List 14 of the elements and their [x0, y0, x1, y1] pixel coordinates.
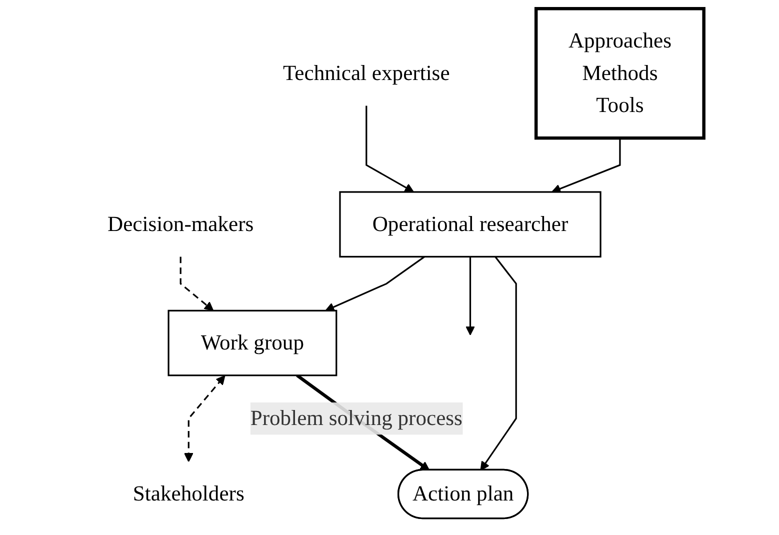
arrow [184, 375, 226, 462]
node-text: Technical expertise [282, 61, 450, 86]
arrow [325, 256, 426, 312]
node-box: Work group [168, 310, 338, 376]
arrow [180, 256, 214, 312]
node-text: Decision-makers [108, 212, 254, 236]
edge-label: Problem solving process [250, 406, 462, 430]
arrow [480, 256, 517, 471]
arrow [551, 138, 621, 194]
arrow [466, 256, 475, 336]
node-box: Operational researcher [339, 191, 602, 258]
arrow [366, 106, 414, 192]
node-text: Stakeholders [132, 482, 244, 506]
node-box: Approaches Methods Tools [534, 7, 706, 140]
